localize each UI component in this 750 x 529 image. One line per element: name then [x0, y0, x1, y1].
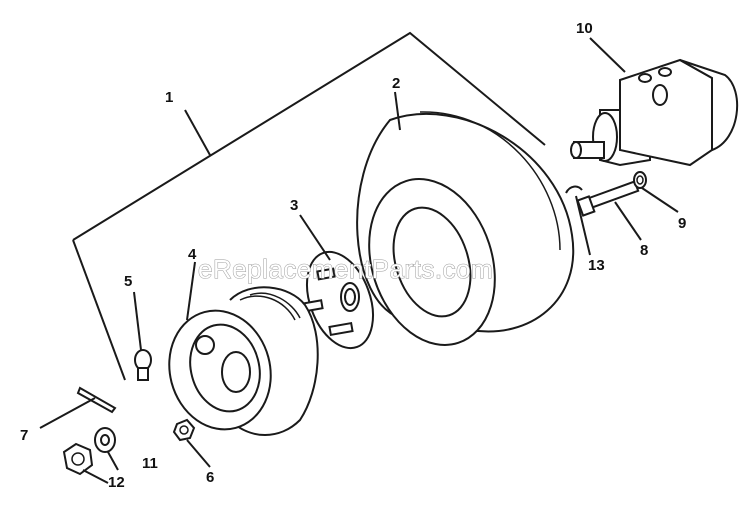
washer [94, 427, 116, 453]
callout-12: 12 [108, 474, 125, 491]
callout-4: 4 [188, 246, 197, 263]
watermark-text: eReplacementParts.com [198, 254, 493, 284]
callout-3: 3 [290, 197, 298, 214]
valve-stem [134, 349, 152, 381]
hub [300, 250, 374, 350]
cotter-pin [76, 386, 117, 414]
callout-2: 2 [392, 75, 400, 92]
lock-washer [633, 171, 647, 189]
wheel-motor [570, 58, 738, 167]
lug-nut [172, 418, 196, 442]
callout-6: 6 [206, 469, 214, 486]
callout-13: 13 [588, 257, 605, 274]
wheel-rim [168, 286, 319, 436]
key [565, 185, 583, 194]
callout-7: 7 [20, 427, 28, 444]
callout-11: 11 [142, 455, 158, 472]
tire [356, 111, 575, 346]
callout-8: 8 [640, 242, 648, 259]
callout-9: 9 [678, 215, 686, 232]
callout-5: 5 [124, 273, 132, 290]
callout-10: 10 [576, 20, 593, 37]
leader-lines [39, 37, 679, 484]
assembly-bracket [72, 31, 546, 381]
bolt [576, 180, 640, 217]
callout-1: 1 [165, 89, 173, 106]
callout-labels: 1 2 3 4 5 6 7 8 9 10 11 12 13 [20, 20, 686, 491]
castle-nut [62, 442, 94, 476]
